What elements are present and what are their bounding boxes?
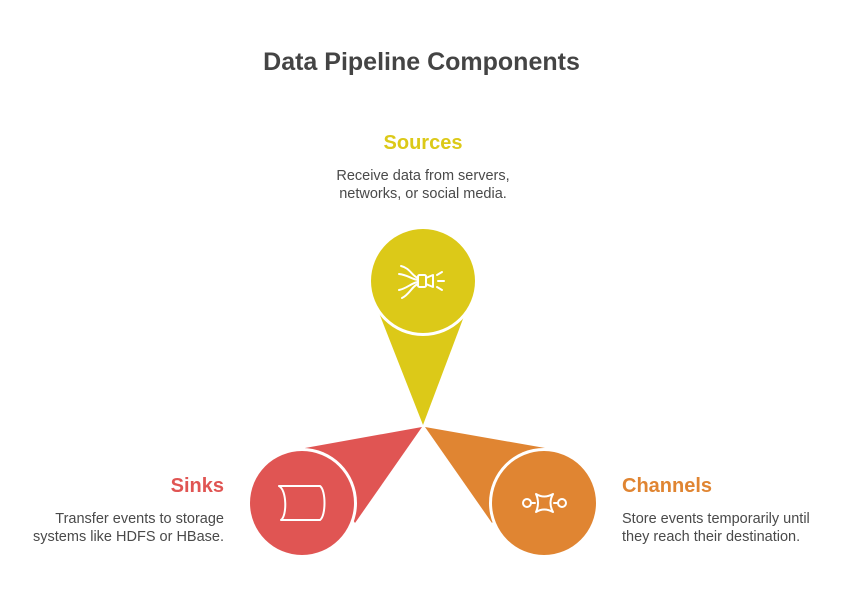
sinks-heading: Sinks	[170, 475, 224, 497]
channels-description: Store events temporarily until they reac…	[622, 510, 837, 546]
storage-scroll-icon	[278, 485, 326, 521]
channels-heading: Channels	[622, 475, 713, 497]
channels-circle	[492, 451, 596, 555]
sources-description: Receive data from servers, networks, or …	[300, 167, 546, 203]
channels-description-line: Store events temporarily until	[622, 511, 810, 527]
sinks-description-line: Transfer events to storage	[55, 511, 224, 527]
sinks-description-line: systems like HDFS or HBase.	[33, 529, 224, 545]
sinks-circle	[250, 451, 354, 555]
sources-petal	[368, 226, 478, 425]
sinks-pointer	[305, 427, 422, 523]
channels-petal	[425, 427, 599, 558]
channel-node-icon	[522, 493, 567, 513]
channels-pointer	[425, 427, 545, 523]
sinks-petal	[247, 427, 422, 558]
sources-circle	[371, 229, 475, 333]
sources-heading: Sources	[383, 132, 463, 154]
sources-description-line: Receive data from servers,	[336, 168, 510, 184]
sinks-description: Transfer events to storage systems like …	[14, 510, 224, 546]
source-plug-icon	[398, 265, 445, 299]
sources-description-line: networks, or social media.	[339, 186, 507, 202]
diagram-title: Data Pipeline Components	[263, 48, 580, 76]
channels-description-line: they reach their destination.	[622, 529, 801, 545]
